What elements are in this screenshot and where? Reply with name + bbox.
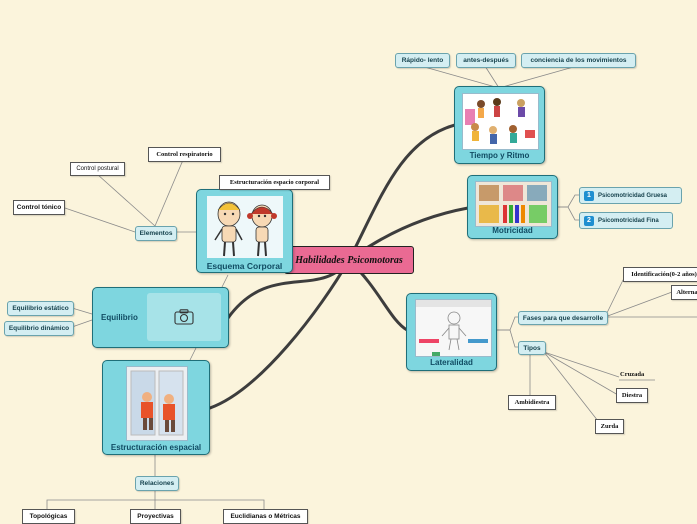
elementos-topic[interactable]: Elementos	[135, 226, 177, 241]
motricidad-node[interactable]: Motricidad	[467, 175, 558, 239]
estructuracion-espacio-corporal-topic[interactable]: Estructuración espacio corporal	[219, 175, 330, 190]
relaciones-topic[interactable]: Relaciones	[135, 476, 179, 491]
topologicas-topic[interactable]: Topológicas	[22, 509, 75, 524]
number-two-icon: 2	[584, 216, 594, 226]
zurda-topic[interactable]: Zurda	[595, 419, 624, 434]
lateralidad-node[interactable]: Lateralidad	[406, 293, 497, 371]
psicomotricidad-fina-label: Psicomotricidad Fina	[598, 218, 659, 224]
euclidianas-metricas-topic[interactable]: Euclidianas o Métricas	[223, 509, 308, 524]
boy-girl-image	[207, 196, 283, 258]
identificacion-topic[interactable]: Identificación(0-2 años)	[623, 267, 697, 282]
children-playing-image	[462, 93, 539, 150]
tipos-topic[interactable]: Tipos	[518, 341, 546, 355]
conciencia-movimientos-topic[interactable]: conciencia de los movimientos	[521, 53, 636, 68]
control-respiratorio-topic[interactable]: Control respiratorio	[148, 147, 221, 162]
camera-icon	[147, 293, 221, 341]
motricidad-label: Motricidad	[468, 226, 557, 235]
ambidiestra-topic[interactable]: Ambidiestra	[508, 395, 556, 410]
fases-desarrollo-topic[interactable]: Fases para que desarrolle	[518, 311, 608, 325]
control-tonico-topic[interactable]: Control tónico	[13, 200, 65, 215]
psicomotricidad-fina-topic[interactable]: 2 Psicomotricidad Fina	[579, 212, 673, 229]
child-mirror-image	[126, 366, 188, 441]
equilibrio-dinamico-topic[interactable]: Equilibrio dinámico	[4, 321, 74, 336]
equilibrio-label: Equilibrio	[101, 313, 138, 322]
equilibrio-estatico-topic[interactable]: Equilibrio estático	[7, 301, 74, 316]
toys-image	[475, 181, 552, 227]
central-topic-label: Habilidades Psicomotoras	[295, 255, 403, 266]
central-topic[interactable]: Habilidades Psicomotoras	[284, 246, 414, 274]
number-one-icon: 1	[584, 191, 594, 201]
alternancia-topic[interactable]: Alterna	[671, 285, 697, 300]
proyectivas-topic[interactable]: Proyectivas	[130, 509, 181, 524]
control-postural-topic[interactable]: Control postural	[70, 162, 125, 176]
cruzada-topic[interactable]: Cruzada	[620, 371, 644, 378]
estructuracion-espacial-node[interactable]: Estructuración espacial	[102, 360, 210, 455]
esquema-corporal-node[interactable]: Esquema Corporal	[196, 189, 293, 273]
diestra-topic[interactable]: Diestra	[616, 388, 648, 403]
psicomotricidad-gruesa-topic[interactable]: 1 Psicomotricidad Gruesa	[579, 187, 682, 204]
lateralidad-diagram-image	[415, 299, 492, 357]
equilibrio-node[interactable]: Equilibrio	[92, 287, 229, 348]
tiempo-ritmo-label: Tiempo y Ritmo	[455, 151, 544, 160]
lateralidad-label: Lateralidad	[407, 358, 496, 367]
antes-despues-topic[interactable]: antes-después	[456, 53, 516, 68]
esquema-corporal-label: Esquema Corporal	[197, 261, 292, 271]
rapido-lento-topic[interactable]: Rápido- lento	[395, 53, 450, 68]
psicomotricidad-gruesa-label: Psicomotricidad Gruesa	[598, 193, 667, 199]
tiempo-ritmo-node[interactable]: Tiempo y Ritmo	[454, 86, 545, 164]
estructuracion-espacial-label: Estructuración espacial	[103, 443, 209, 452]
